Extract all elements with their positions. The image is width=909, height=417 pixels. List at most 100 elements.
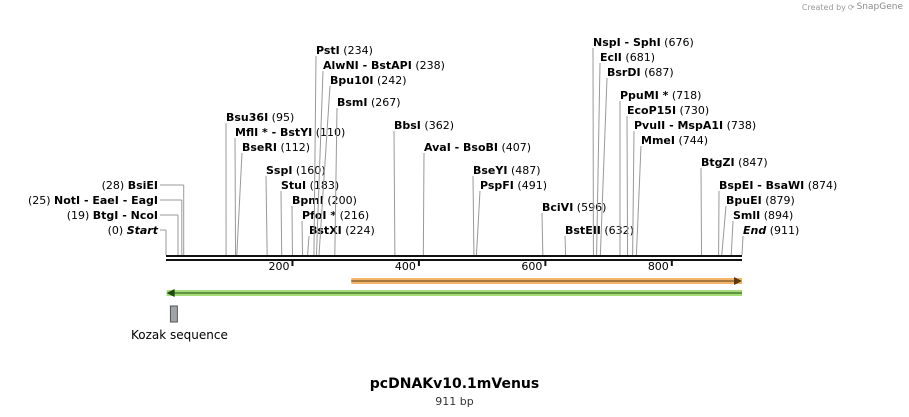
site-leader-line — [234, 137, 237, 256]
site-label: MflI * - BstYI (110) — [235, 126, 345, 139]
site-label: PstI (234) — [316, 44, 373, 57]
site-leader-line — [564, 235, 567, 256]
site-leader-line — [632, 130, 635, 256]
snapgene-logo-icon: ⟳ — [847, 2, 855, 12]
restriction-site[interactable]: (28) BsiEI — [102, 179, 185, 255]
restriction-site[interactable]: BsrDI (687) — [599, 66, 674, 256]
restriction-site[interactable]: SmlI (894) — [730, 209, 793, 256]
site-label: Bpu10I (242) — [330, 74, 407, 87]
site-leader-line — [236, 152, 243, 256]
site-label: BspEI - BsaWI (874) — [719, 179, 837, 192]
site-label: EcoP15I (730) — [627, 104, 709, 117]
site-leader-line — [313, 55, 317, 256]
restriction-site[interactable]: BspEI - BsaWI (874) — [718, 179, 838, 256]
site-label: SmlI (894) — [733, 209, 793, 222]
restriction-site[interactable]: AlwNI - BstAPI (238) — [315, 59, 445, 256]
site-label: (19) BtgI - NcoI — [67, 209, 158, 222]
feature-kozak-box[interactable] — [169, 305, 178, 323]
site-label: (0) Start — [108, 224, 159, 237]
site-leader-line — [307, 235, 310, 256]
site-leader-line — [541, 212, 544, 256]
site-leader-line — [393, 130, 396, 256]
restriction-site[interactable]: (19) BtgI - NcoI — [67, 209, 179, 255]
site-label: PfoI * (216) — [302, 209, 369, 222]
restriction-site[interactable]: PfoI * (216) — [301, 209, 369, 256]
site-leader-line — [475, 190, 481, 256]
restriction-site[interactable]: (25) NotI - EaeI - EagI — [28, 194, 183, 255]
restriction-site[interactable]: EclI (681) — [596, 51, 655, 256]
site-leader-line — [730, 220, 734, 256]
restriction-site[interactable]: PpuMI * (718) — [619, 89, 701, 256]
reverse-arrow-icon — [166, 289, 175, 297]
restriction-site[interactable]: PvuII - MspA1I (738) — [632, 119, 757, 256]
feature-label-kozak[interactable]: Kozak sequence — [131, 328, 228, 342]
site-leader-line — [721, 205, 727, 256]
site-leader-line — [265, 175, 268, 256]
restriction-site[interactable]: AvaI - BsoBI (407) — [422, 141, 531, 256]
site-leader-line — [635, 145, 642, 256]
site-label: BbsI (362) — [394, 119, 454, 132]
site-leader-line — [472, 175, 475, 256]
site-leader-line — [280, 190, 283, 256]
restriction-site[interactable]: NspI - SphI (676) — [592, 36, 694, 256]
restriction-site[interactable]: Bpu10I (242) — [318, 74, 407, 256]
restriction-site[interactable]: BseRI (112) — [236, 141, 310, 256]
site-label: EclI (681) — [600, 51, 655, 64]
site-label: StuI (183) — [281, 179, 339, 192]
site-leader-line — [315, 70, 324, 256]
forward-arrow-icon — [734, 277, 742, 285]
site-label: BciVI (596) — [542, 201, 606, 214]
restriction-sites: (0) Start (19) BtgI - NcoI(25) NotI - Eae… — [28, 36, 838, 256]
restriction-site[interactable]: BseYI (487) — [472, 164, 541, 256]
credit-brand: SnapGene — [856, 2, 903, 12]
restriction-site[interactable]: BsmI (267) — [334, 96, 401, 256]
site-label: PpuMI * (718) — [620, 89, 701, 102]
restriction-site[interactable]: BtgZI (847) — [700, 156, 768, 256]
site-leader-line — [422, 152, 425, 256]
ruler-tick-label: 200 — [268, 260, 289, 273]
ruler-tick-label: 600 — [521, 260, 542, 273]
restriction-site[interactable]: BstEII (632) — [564, 224, 634, 256]
dna-backbone — [166, 255, 742, 261]
restriction-site[interactable]: EcoP15I (730) — [626, 104, 709, 256]
site-leader-line — [596, 62, 601, 256]
restriction-site[interactable]: SspI (160) — [265, 164, 326, 256]
restriction-site[interactable]: BciVI (596) — [541, 201, 606, 256]
restriction-site[interactable]: BpuEI (879) — [721, 194, 795, 256]
ruler-tick-label: 400 — [395, 260, 416, 273]
feature-track — [166, 277, 743, 323]
site-label: AvaI - BsoBI (407) — [424, 141, 531, 154]
sequence-length: 911 bp — [435, 395, 474, 408]
site-label: PspFI (491) — [480, 179, 547, 192]
site-label: MmeI (744) — [641, 134, 708, 147]
site-label: SspI (160) — [266, 164, 326, 177]
restriction-site[interactable]: (0) Start — [108, 224, 167, 255]
restriction-site[interactable]: PspFI (491) — [475, 179, 547, 256]
site-label: BseYI (487) — [473, 164, 541, 177]
ruler-tick-label: 800 — [648, 260, 669, 273]
restriction-site[interactable]: BbsI (362) — [393, 119, 454, 256]
site-label: BstEII (632) — [565, 224, 634, 237]
site-label: BsrDI (687) — [607, 66, 674, 79]
site-leader-line — [334, 107, 338, 256]
restriction-site[interactable]: BpmI (200) — [291, 194, 357, 256]
site-label: PvuII - MspA1I (738) — [634, 119, 756, 132]
site-leader-line — [301, 220, 304, 256]
credit-prefix: Created by — [801, 2, 846, 12]
site-label: Bsu36I (95) — [226, 111, 294, 124]
restriction-site[interactable]: MmeI (744) — [635, 134, 708, 256]
sequence-title: pcDNAKv10.1mVenus — [369, 376, 540, 392]
site-label: BstXI (224) — [309, 224, 375, 237]
bp-ruler: 200 400 600 800 — [268, 260, 673, 273]
site-leader-line — [741, 235, 744, 256]
restriction-site[interactable]: PstI (234) — [313, 44, 373, 256]
site-label: BpuEI (879) — [726, 194, 795, 207]
site-label: BsmI (267) — [337, 96, 401, 109]
restriction-site[interactable]: End (911) — [741, 224, 799, 256]
restriction-site[interactable]: Bsu36I (95) — [225, 111, 294, 256]
site-label: BtgZI (847) — [701, 156, 768, 169]
site-leader-line — [318, 85, 331, 256]
site-leader-line — [599, 77, 608, 256]
site-label: BpmI (200) — [292, 194, 357, 207]
